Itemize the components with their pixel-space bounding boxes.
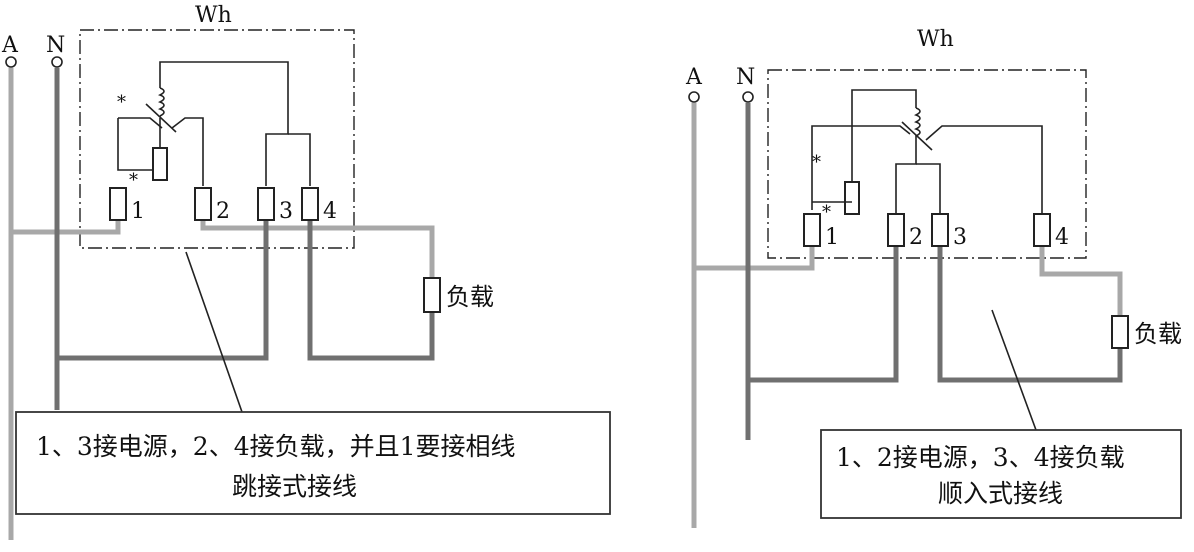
right-terminal-4-to-load (1039, 246, 1123, 316)
right-line-a-label: A (685, 65, 703, 90)
left-meter-boundary (79, 29, 355, 249)
right-diagram: Wh A N * * 1 2 3 4 负载 (685, 27, 1182, 528)
left-line-n-node (51, 56, 63, 68)
right-terminal-3-to-load (937, 246, 1123, 383)
left-current-lead-out (171, 117, 204, 186)
right-terminal-4 (1033, 213, 1051, 247)
left-neutral-to-terminal-3 (57, 220, 269, 361)
right-terminal-2-label: 2 (909, 225, 923, 250)
left-caption-line2: 跳接式接线 (232, 472, 357, 501)
right-line-n-label: N (736, 65, 755, 90)
right-voltage-lead (851, 89, 917, 182)
right-current-lead-in (811, 125, 911, 210)
left-current-lead-in (118, 117, 163, 129)
left-coil-core (145, 103, 177, 133)
left-line-n-label: N (46, 33, 65, 58)
right-line-a-node (688, 91, 700, 103)
right-polarity-mark-1: * (812, 152, 821, 173)
left-terminal-4-label: 4 (323, 199, 337, 224)
right-terminal-1-label: 1 (825, 225, 839, 250)
left-terminal-2-label: 2 (216, 199, 230, 224)
right-meter-label: Wh (917, 27, 954, 52)
left-current-lead (117, 118, 160, 171)
left-coil-icon (158, 87, 165, 117)
left-polarity-mark-2: * (129, 170, 138, 191)
left-pointer-line (185, 251, 243, 413)
right-coil-icon (895, 107, 921, 214)
left-meter-label: Wh (195, 3, 232, 28)
left-terminal-1 (109, 187, 127, 221)
left-voltage-coil-lead (159, 61, 289, 186)
left-terminal-3-label: 3 (279, 199, 293, 224)
left-caption-box (15, 411, 611, 515)
right-terminal-3-label: 3 (953, 225, 967, 250)
right-polarity-mark-2: * (822, 202, 831, 223)
right-coil-bridge (916, 163, 941, 214)
right-meter-boundary (767, 69, 1087, 259)
right-terminal-1 (803, 213, 821, 247)
right-line-n-node (742, 91, 754, 103)
left-terminal-1-label: 1 (131, 199, 145, 224)
right-current-coil (844, 181, 860, 215)
right-pointer-line (991, 309, 1037, 431)
right-load-label: 负载 (1134, 320, 1182, 348)
left-current-coil (152, 147, 168, 181)
left-load-label: 负载 (446, 283, 494, 311)
right-current-lead-out (925, 125, 1043, 214)
right-terminal-3 (931, 213, 949, 247)
left-terminal-3 (257, 187, 275, 221)
left-neutral-bridge (288, 133, 311, 186)
left-line-a-label: A (1, 33, 19, 58)
right-caption-line2: 顺入式接线 (938, 479, 1063, 508)
left-caption-line1: 1、3接电源，2、4接负载，并且1要接相线 (36, 432, 516, 461)
left-terminal-2-to-load (200, 220, 435, 278)
right-caption-line1: 1、2接电源，3、4接负载 (836, 443, 1125, 472)
right-neutral-to-terminal-2 (748, 246, 899, 383)
right-caption-box (820, 429, 1182, 519)
right-phase-to-terminal-1 (694, 246, 815, 271)
left-load-resistor (423, 277, 441, 313)
right-coil-core (901, 121, 933, 151)
left-line-a-node (5, 56, 17, 68)
left-phase-to-terminal-1 (11, 220, 121, 235)
left-terminal-4 (301, 187, 319, 221)
left-terminal-2 (194, 187, 212, 221)
left-diagram: Wh A N * * 1 2 3 4 (1, 3, 611, 540)
right-terminal-4-label: 4 (1055, 225, 1069, 250)
right-load-resistor (1111, 315, 1129, 349)
left-terminal-4-to-load (307, 220, 435, 361)
left-polarity-mark-1: * (117, 92, 126, 113)
right-terminal-2 (887, 213, 905, 247)
